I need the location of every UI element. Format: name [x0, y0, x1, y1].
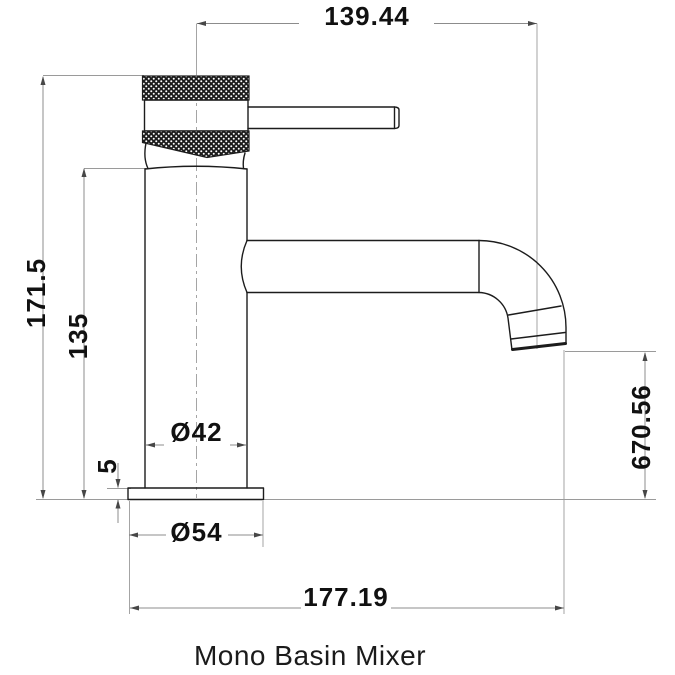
faucet-body-top — [144, 165, 248, 170]
dimension-arrowheads — [40, 21, 648, 611]
faucet-spout-aerator-line-1 — [507, 305, 562, 316]
faucet-spout-outlet-edge — [511, 342, 567, 351]
faucet-handle-knurl-bottom — [141, 130, 250, 159]
faucet-handle-knurl-top — [141, 75, 250, 101]
dim-body-height: 135 — [63, 313, 93, 359]
extension-lines — [36, 23, 656, 614]
faucet-spout-aerator-line-2 — [510, 331, 566, 340]
faucet-base-plate — [127, 487, 265, 501]
dim-outlet-height: 670.56 — [626, 384, 656, 470]
dim-base-diameter: Ø54 — [170, 517, 222, 547]
dim-overall-projection: 177.19 — [303, 582, 389, 612]
dim-spout-reach: 139.44 — [324, 1, 410, 31]
faucet-spout — [246, 239, 567, 351]
dimension-labels: 139.44 171.5 135 Ø42 5 Ø54 177.19 670.56 — [21, 1, 656, 612]
faucet-neck-right — [242, 152, 246, 170]
dim-overall-height: 171.5 — [21, 258, 51, 328]
faucet-neck-left — [144, 142, 149, 170]
faucet-outline — [127, 75, 567, 501]
dim-base-thickness: 5 — [92, 458, 122, 473]
dim-body-diameter: Ø42 — [170, 417, 222, 447]
faucet-spout-root-arc — [240, 239, 248, 294]
product-title: Mono Basin Mixer — [194, 640, 426, 671]
faucet-lever — [247, 106, 400, 130]
dimension-lines — [42, 23, 646, 609]
